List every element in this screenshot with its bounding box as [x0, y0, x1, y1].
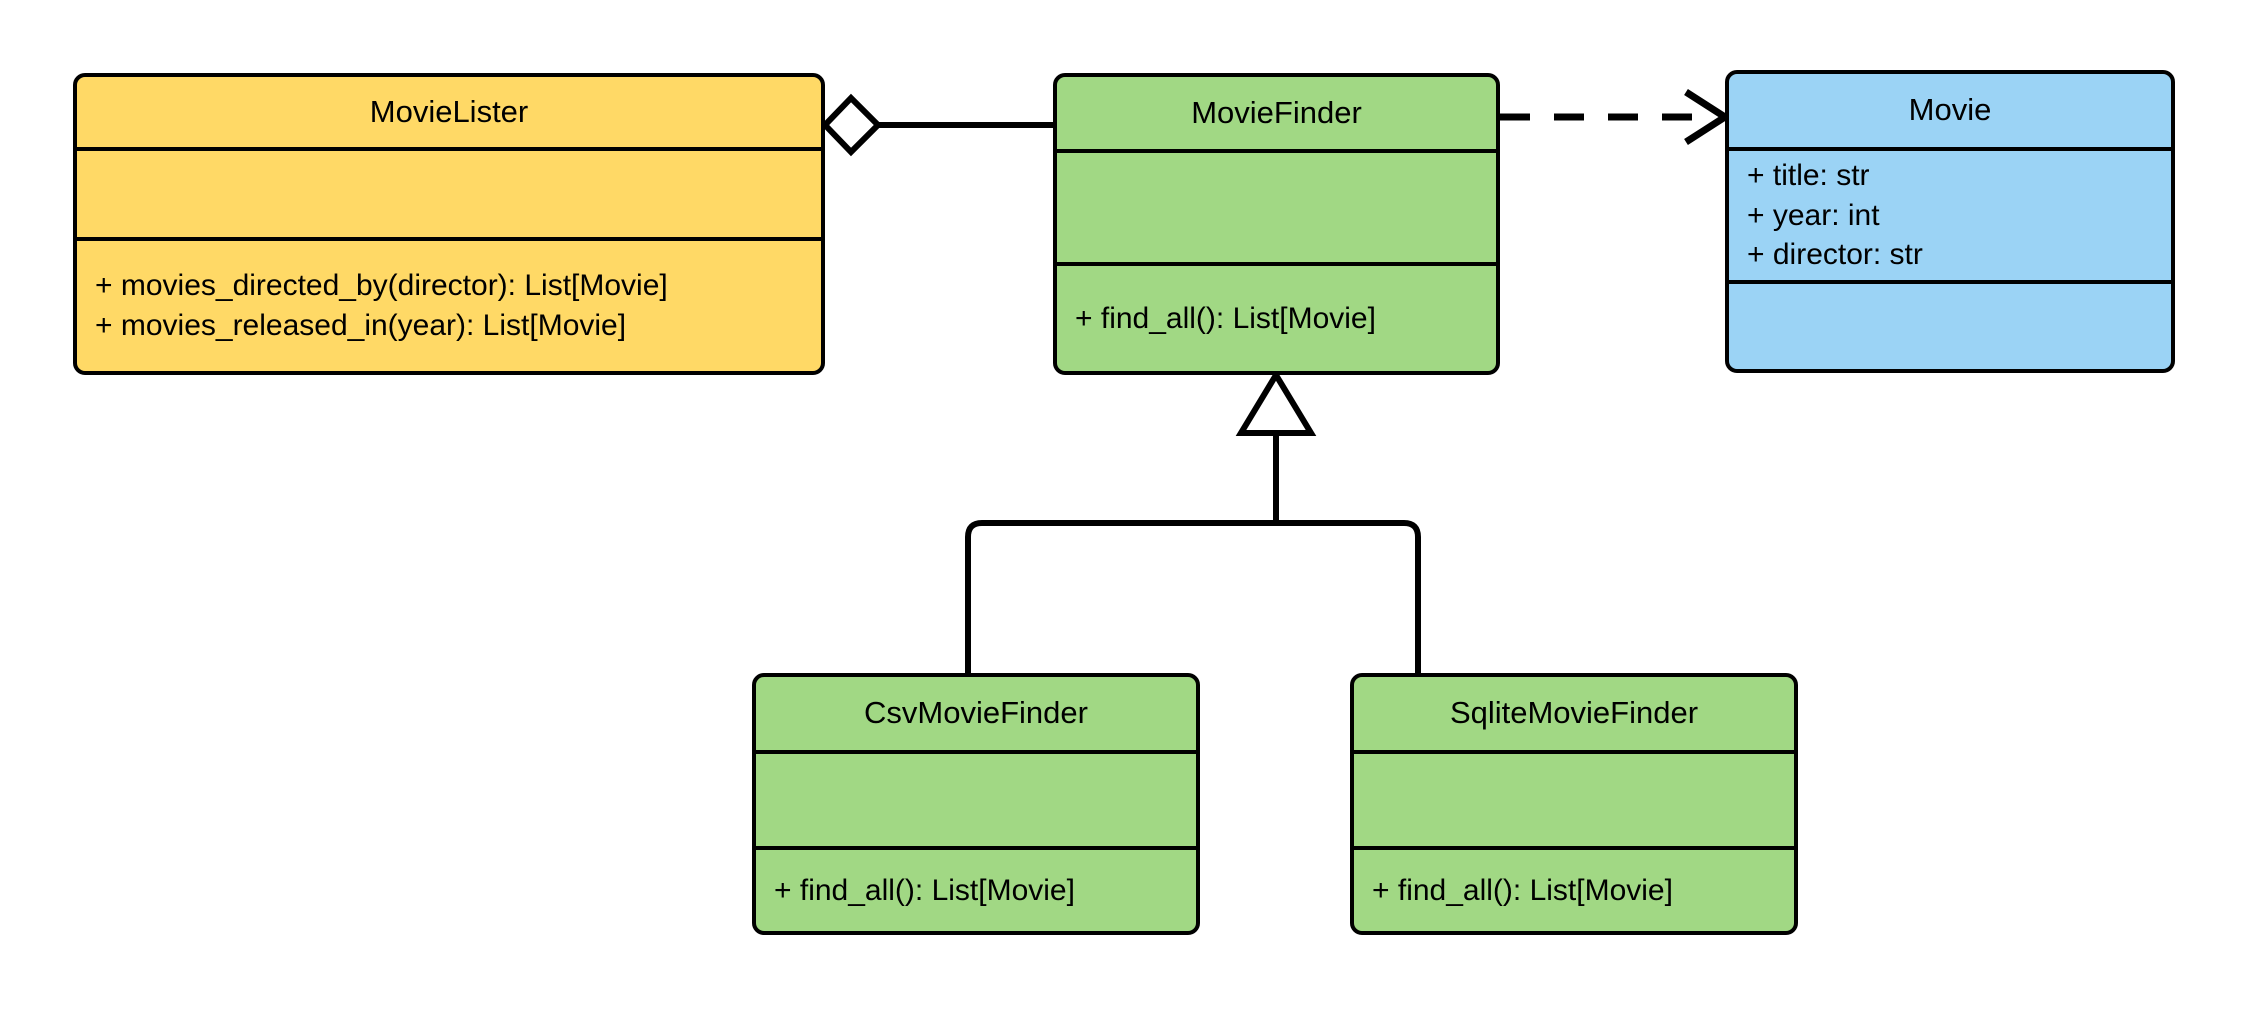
class-box-movie-lister[interactable]: MovieLister + movies_directed_by(directo…: [73, 73, 825, 375]
class-attributes-compartment: + title: str + year: int + director: str: [1729, 147, 2171, 280]
class-title: CsvMovieFinder: [864, 695, 1088, 731]
class-name-compartment: MovieFinder: [1057, 77, 1496, 149]
class-name-compartment: Movie: [1729, 74, 2171, 147]
class-title: SqliteMovieFinder: [1449, 695, 1699, 731]
hollow-diamond-icon: [820, 93, 883, 157]
generalization-tree-edge: [965, 369, 1421, 673]
method-line: + find_all(): List[Movie]: [774, 873, 1075, 907]
open-arrow-icon: [1684, 89, 1732, 145]
class-box-sqlite-movie-finder[interactable]: SqliteMovieFinder + find_all(): List[Mov…: [1350, 673, 1798, 935]
attribute-line: + year: int: [1747, 198, 1880, 232]
class-name-compartment: CsvMovieFinder: [756, 677, 1196, 750]
class-attributes-compartment: [1354, 750, 1794, 846]
class-methods-compartment: + movies_directed_by(director): List[Mov…: [77, 237, 821, 371]
class-title: Movie: [1908, 92, 1992, 128]
generalization-branch-sqlite: [1276, 520, 1421, 673]
class-methods-compartment: + find_all(): List[Movie]: [756, 846, 1196, 931]
class-attributes-compartment: [756, 750, 1196, 846]
attribute-line: + director: str: [1747, 238, 1923, 272]
method-line: + movies_released_in(year): List[Movie]: [95, 309, 627, 342]
attribute-line: + title: str: [1747, 159, 1870, 193]
class-methods-compartment: + find_all(): List[Movie]: [1354, 846, 1794, 931]
aggregation-lister-finder-edge: [820, 93, 1053, 157]
class-box-movie[interactable]: Movie + title: str + year: int + directo…: [1725, 70, 2175, 373]
method-line: + find_all(): List[Movie]: [1372, 873, 1673, 907]
class-box-movie-finder[interactable]: MovieFinder + find_all(): List[Movie]: [1053, 73, 1500, 375]
dependency-finder-movie-edge: [1500, 89, 1732, 145]
method-line: + find_all(): List[Movie]: [1075, 301, 1376, 335]
class-title: MovieLister: [369, 93, 529, 129]
class-attributes-compartment: [77, 147, 821, 237]
class-name-compartment: SqliteMovieFinder: [1354, 677, 1794, 750]
class-title: MovieFinder: [1191, 94, 1362, 130]
hollow-triangle-icon: [1235, 369, 1317, 436]
class-methods-compartment: + find_all(): List[Movie]: [1057, 262, 1496, 371]
class-name-compartment: MovieLister: [77, 77, 821, 147]
method-line: + movies_directed_by(director): List[Mov…: [95, 269, 668, 303]
class-attributes-compartment: [1057, 149, 1496, 262]
class-methods-compartment: [1729, 280, 2171, 369]
class-box-csv-movie-finder[interactable]: CsvMovieFinder + find_all(): List[Movie]: [752, 673, 1200, 935]
generalization-branch-csv: [965, 520, 1276, 673]
